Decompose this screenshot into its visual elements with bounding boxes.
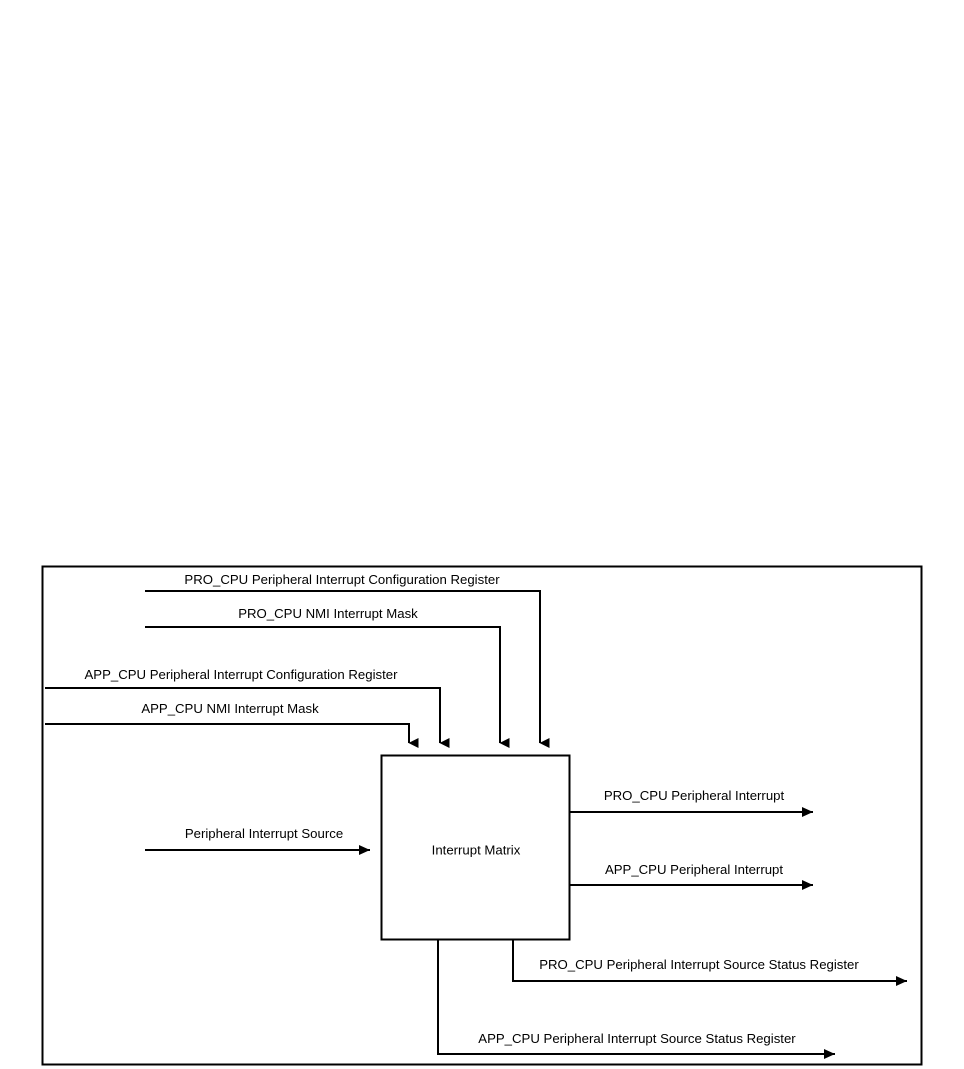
input-label-app-cpu-peripheral-config: APP_CPU Peripheral Interrupt Configurati… bbox=[85, 667, 399, 682]
input-app-cpu-nmi-interrupt-mask: APP_CPU NMI Interrupt Mask bbox=[45, 701, 419, 748]
input-app-cpu-peripheral-interrupt-config-register: APP_CPU Peripheral Interrupt Configurati… bbox=[45, 667, 450, 748]
input-label-pro-cpu-nmi-mask: PRO_CPU NMI Interrupt Mask bbox=[238, 606, 418, 621]
output-app-cpu-peripheral-interrupt: APP_CPU Peripheral Interrupt bbox=[570, 862, 813, 890]
input-line-pro-cpu-peripheral-config bbox=[145, 590, 550, 748]
output-pro-cpu-peripheral-interrupt-source-status-register: PRO_CPU Peripheral Interrupt Source Stat… bbox=[512, 940, 907, 986]
input-label-peripheral-interrupt-source: Peripheral Interrupt Source bbox=[185, 826, 343, 841]
diagram-frame bbox=[41, 565, 923, 1066]
input-pro-cpu-peripheral-interrupt-config-register: PRO_CPU Peripheral Interrupt Configurati… bbox=[145, 572, 550, 748]
input-pro-cpu-nmi-interrupt-mask: PRO_CPU NMI Interrupt Mask bbox=[145, 606, 510, 748]
output-pro-cpu-peripheral-interrupt: PRO_CPU Peripheral Interrupt bbox=[570, 788, 813, 817]
output-label-app-cpu-peripheral-interrupt: APP_CPU Peripheral Interrupt bbox=[605, 862, 783, 877]
input-label-pro-cpu-peripheral-config: PRO_CPU Peripheral Interrupt Configurati… bbox=[184, 572, 500, 587]
input-line-pro-cpu-nmi-mask bbox=[145, 626, 510, 748]
input-line-app-cpu-peripheral-config bbox=[45, 687, 450, 748]
output-label-pro-cpu-source-status: PRO_CPU Peripheral Interrupt Source Stat… bbox=[539, 957, 859, 972]
interrupt-matrix-block bbox=[380, 754, 571, 941]
output-app-cpu-peripheral-interrupt-source-status-register: APP_CPU Peripheral Interrupt Source Stat… bbox=[437, 940, 835, 1059]
input-peripheral-interrupt-source: Peripheral Interrupt Source bbox=[145, 826, 370, 855]
input-label-app-cpu-nmi-mask: APP_CPU NMI Interrupt Mask bbox=[141, 701, 319, 716]
interrupt-matrix-block-label: Interrupt Matrix bbox=[432, 842, 521, 857]
output-line-app-cpu-source-status bbox=[437, 940, 835, 1059]
output-line-pro-cpu-source-status bbox=[512, 940, 907, 986]
output-label-pro-cpu-peripheral-interrupt: PRO_CPU Peripheral Interrupt bbox=[604, 788, 785, 803]
output-label-app-cpu-source-status: APP_CPU Peripheral Interrupt Source Stat… bbox=[478, 1031, 796, 1046]
input-line-app-cpu-nmi-mask bbox=[45, 723, 419, 748]
